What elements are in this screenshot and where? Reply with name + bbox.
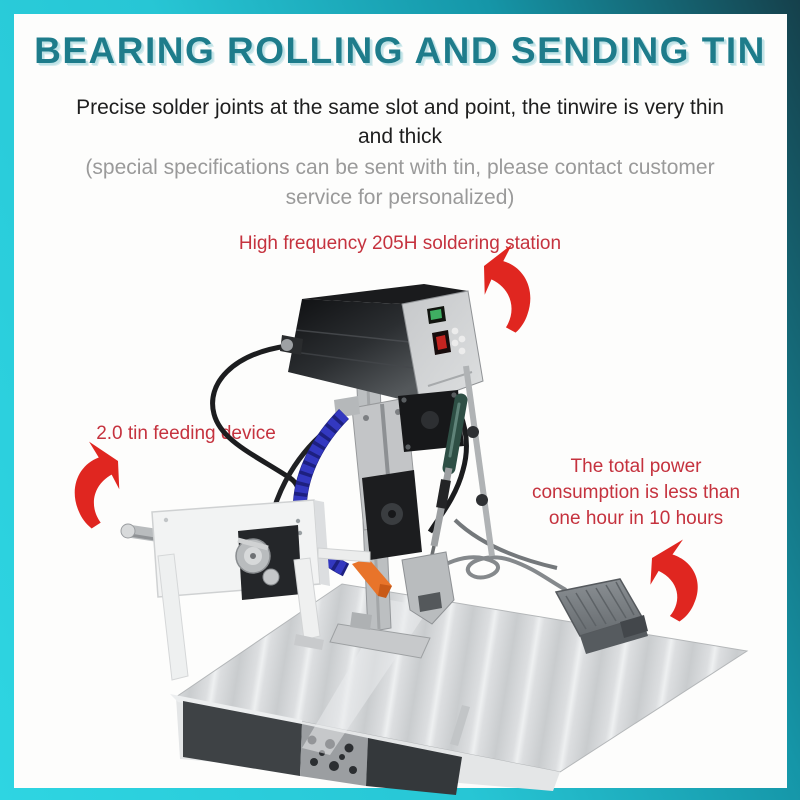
- label-power-consumption: The total power consumption is less than…: [508, 454, 764, 532]
- iron-holder-rod: [463, 365, 495, 557]
- feeder-leg-right: [293, 557, 321, 641]
- subtitle-line-1: Precise solder joints at the same slot a…: [76, 96, 724, 119]
- base-end-cap-left: [183, 701, 302, 776]
- subtitle: Precise solder joints at the same slot a…: [0, 93, 800, 151]
- soldering-iron-head: [351, 365, 495, 625]
- subtitle-line-2: and thick: [357, 125, 443, 148]
- power-line-3: one hour in 10 hours: [548, 508, 724, 529]
- column-foot-plate: [329, 623, 431, 659]
- tin-feeding-device: [120, 499, 371, 681]
- note-text: (special specifications can be sent with…: [0, 153, 800, 213]
- curved-arrow-power-icon: [647, 538, 701, 624]
- label-soldering-station: High frequency 205H soldering station: [238, 233, 562, 254]
- pedal-hinge: [620, 615, 648, 638]
- curved-arrow-soldering-station-icon: [478, 242, 536, 337]
- pedal-cable-rear: [453, 518, 558, 570]
- note-line-1: (special specifications can be sent with…: [85, 156, 715, 179]
- soldering-station-box: [280, 284, 484, 405]
- curved-arrow-tin-feeder-icon: [72, 440, 123, 531]
- panel-buttons: [451, 327, 466, 355]
- aluminum-base-platform: [170, 583, 749, 795]
- foot-pedal: [554, 578, 648, 654]
- power-cable: [210, 343, 302, 523]
- page-title: BEARING ROLLING AND SENDING TIN: [34, 30, 766, 71]
- pedal-cable: [413, 555, 567, 592]
- power-line-1: The total power: [570, 456, 702, 477]
- feeder-leg-left: [157, 553, 189, 681]
- note-line-2: service for personalized): [285, 186, 515, 209]
- box-side-face: [288, 299, 420, 404]
- power-line-2: consumption is less than: [531, 482, 741, 503]
- base-end-cap-right: [366, 738, 462, 795]
